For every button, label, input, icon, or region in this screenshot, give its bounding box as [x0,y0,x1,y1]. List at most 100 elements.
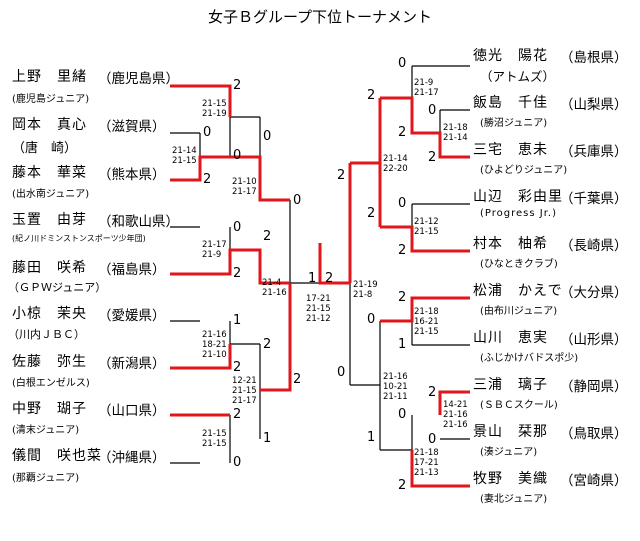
match-score-bottom: 2 [398,243,407,258]
player-name: 藤田 咲希 [12,260,87,276]
player-name: 徳光 陽花 [473,48,548,64]
game-score: 21-19 [353,280,378,290]
game-score: 21-18 [414,307,439,317]
player-prefecture: （熊本県） [98,167,166,183]
match-score-top: 0 [263,129,272,144]
player-club: (那覇ジュニア) [12,473,80,484]
player-club: (ひなときクラブ) [480,259,558,270]
game-score: 21-15 [414,227,439,237]
player-name: 景山 栞那 [473,424,548,440]
game-score: 21-15 [202,99,227,109]
player-prefecture: （鳥取県） [560,426,628,442]
game-score: 21-19 [202,109,227,119]
player-name: 玉置 由芽 [12,212,87,228]
player-prefecture: （山梨県） [560,97,628,113]
game-score: 21-17 [414,88,439,98]
match-score-top: 2 [367,88,376,103]
match-score-top: 0 [398,196,407,211]
match-score-top: 0 [203,125,212,140]
match-score-top: 2 [337,168,346,183]
player-prefecture: （和歌山県） [98,214,179,230]
game-score: 21-15 [414,327,439,337]
match-score-right: 2 [325,271,334,286]
player-club: (鹿児島ジュニア) [12,94,90,105]
player-prefecture: （福島県） [98,262,166,278]
game-score: 21-15 [232,386,257,396]
game-score: 21-16 [443,410,468,420]
game-score: 14-21 [443,400,468,410]
match-score-top: 2 [233,78,242,93]
player-name: 三浦 璃子 [473,377,548,393]
game-score: 21-12 [414,217,439,227]
game-score: 18-21 [202,340,227,350]
game-score: 21-15 [202,429,227,439]
player-prefecture: （山口県） [98,403,166,419]
player-name: 岡本 真心 [12,117,87,133]
game-score: 21-15 [202,439,227,449]
game-score: 10-21 [383,382,408,392]
player-name: 牧野 美織 [473,471,548,487]
player-club: （唐 崎） [12,141,78,156]
game-score: 21-16 [443,420,468,430]
match-score-bottom: 2 [203,172,212,187]
player-prefecture: （大分県） [560,285,628,301]
game-score: 21-15 [172,156,197,166]
game-score: 21-16 [383,372,408,382]
player-name: 藤本 華菜 [12,165,87,181]
match-score-bottom: 2 [398,478,407,493]
match-score-top: 2 [398,290,407,305]
game-score: 21-12 [306,314,331,324]
player-club: (出水南ジュニア) [12,189,90,200]
game-score: 21-17 [232,187,257,197]
match-score-top: 0 [233,220,242,235]
match-score-bottom: 0 [233,455,242,470]
match-score-bottom: 2 [263,229,272,244]
match-score-bottom: 2 [398,125,407,140]
match-score-bottom: 0 [337,365,346,380]
match-score-bottom: 2 [428,150,437,165]
match-score-bottom: 1 [398,337,407,352]
player-name: 儀間 咲也菜 [12,448,102,464]
match-score-top: 2 [428,385,437,400]
player-prefecture: （静岡県） [560,379,628,395]
match-score-top: 2 [233,407,242,422]
player-name: 佐藤 弥生 [12,354,87,370]
match-score-bottom: 1 [367,430,376,445]
player-club: (妻北ジュニア) [480,494,548,505]
game-score: 21-4 [262,278,282,288]
game-score: 21-14 [172,146,197,156]
player-club: （川内ＪＢＣ） [8,328,85,341]
player-prefecture: （新潟県） [98,356,166,372]
match-score-bottom: 2 [233,360,242,375]
match-score-bottom: 0 [428,432,437,447]
player-club: （アトムズ） [480,69,556,84]
player-name: 山川 恵実 [473,330,548,346]
player-club: (勝沼ジュニア) [480,118,548,129]
player-club: (Progress Jr.) [480,208,557,219]
game-score: 17-21 [414,458,439,468]
player-prefecture: （兵庫県） [560,144,628,160]
player-club: （ＧＰＷジュニア） [8,281,107,294]
player-name: 松浦 かえで [473,283,563,299]
game-score: 21-14 [383,154,408,164]
player-prefecture: （愛媛県） [98,308,166,324]
game-score: 12-21 [232,376,257,386]
match-score-bottom: 2 [233,266,242,281]
game-score: 22-20 [383,164,408,174]
match-score-top: 0 [398,56,407,71]
game-score: 16-21 [414,317,439,327]
match-score-bottom: 1 [263,431,272,446]
player-name: 村本 柚希 [473,236,548,252]
game-score: 21-16 [202,330,227,340]
player-name: 山辺 彩由里 [473,189,563,205]
match-score-bottom: 2 [293,372,302,387]
match-score-top: 0 [367,312,376,327]
game-score: 21-10 [232,177,257,187]
page-title: 女子Ｂグループ下位トーナメント [207,8,433,26]
game-score: 21-9 [202,250,222,260]
player-name: 飯島 千佳 [473,95,548,111]
match-score-top: 1 [233,313,242,328]
game-score: 21-15 [306,304,331,314]
player-name: 上野 里緒 [12,69,87,85]
